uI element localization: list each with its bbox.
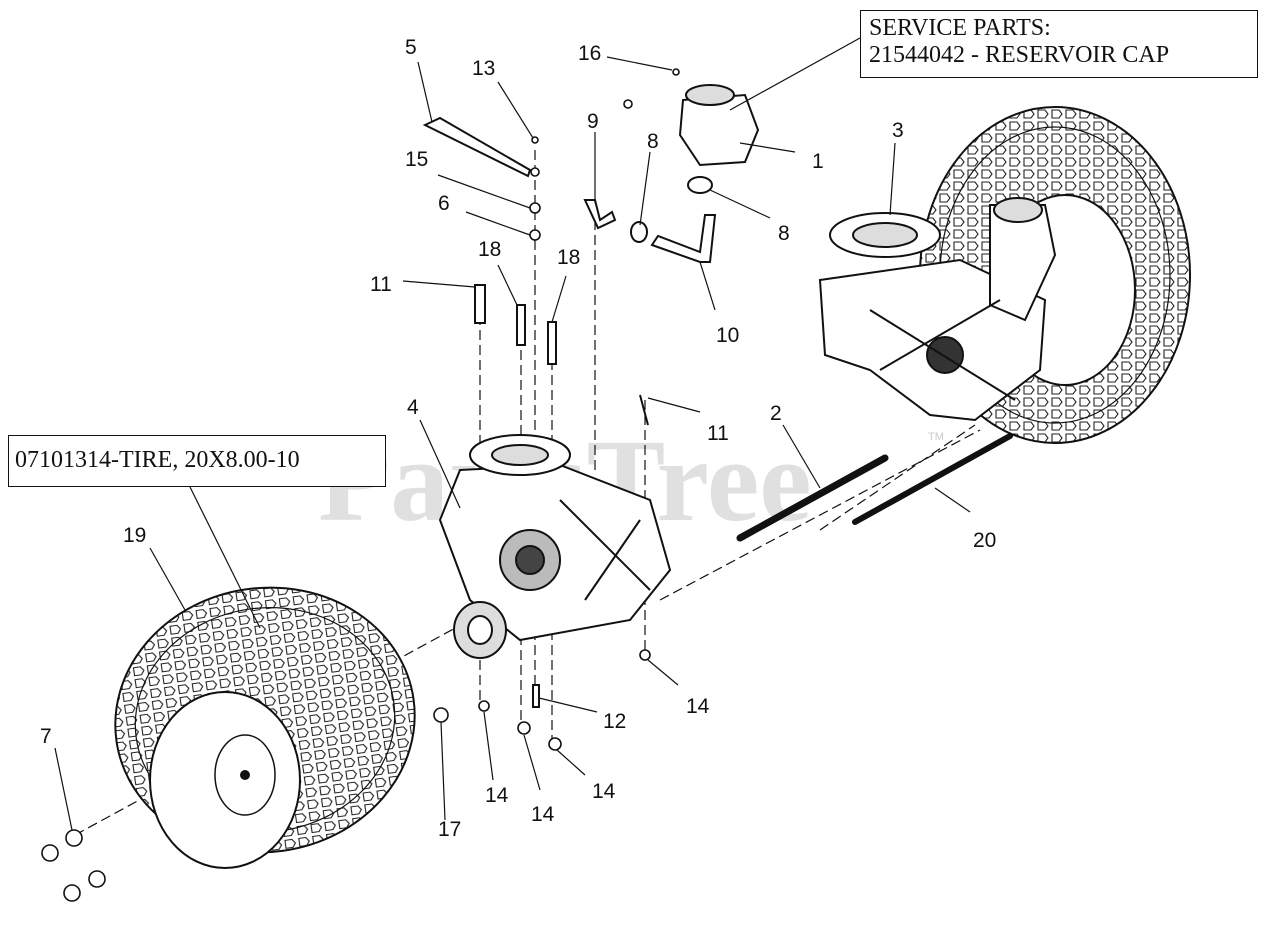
callout-16: 16 — [578, 42, 601, 65]
callout-9: 9 — [587, 110, 599, 133]
callout-5: 5 — [405, 36, 417, 59]
transaxle-left — [438, 434, 672, 659]
bolts-and-rods — [422, 116, 1013, 708]
callout-8-upper: 8 — [647, 130, 659, 153]
callout-7: 7 — [40, 725, 52, 748]
callout-18-right: 18 — [557, 246, 580, 269]
callout-3: 3 — [892, 119, 904, 142]
callout-11-left: 11 — [370, 273, 392, 296]
callout-labels: 1 2 3 4 5 6 7 8 8 9 10 11 11 12 13 14 14… — [40, 36, 996, 841]
callout-17: 17 — [438, 818, 461, 841]
tire-part-box: 07101314-TIRE, 20X8.00-10 — [8, 435, 386, 487]
callout-8-right: 8 — [778, 222, 790, 245]
callout-14-b: 14 — [485, 784, 509, 807]
callout-12: 12 — [603, 710, 626, 733]
reservoir — [678, 84, 760, 167]
callout-1: 1 — [812, 150, 824, 173]
callout-6: 6 — [438, 192, 450, 215]
callout-4: 4 — [407, 396, 419, 419]
elbow-fitting — [583, 199, 617, 230]
callout-19: 19 — [123, 524, 146, 547]
tire-left — [114, 586, 416, 869]
hardware-nuts — [41, 68, 680, 902]
callout-20: 20 — [973, 529, 996, 552]
tire-part-label: 07101314-TIRE, 20X8.00-10 — [15, 447, 300, 473]
callout-14-c: 14 — [531, 803, 555, 826]
callout-14-d: 14 — [592, 780, 616, 803]
leader-lines — [54, 37, 971, 831]
hose — [630, 176, 717, 263]
callout-15: 15 — [405, 148, 428, 171]
callout-11-right: 11 — [707, 422, 729, 445]
transaxle-right — [818, 197, 1057, 422]
callout-2: 2 — [770, 402, 782, 425]
callout-13: 13 — [472, 57, 495, 80]
callout-10: 10 — [716, 324, 739, 347]
watermark-tm: TM — [928, 431, 944, 443]
service-parts-box: SERVICE PARTS: 21544042 - RESERVOIR CAP — [860, 10, 1258, 78]
service-parts-item: 21544042 - RESERVOIR CAP — [869, 42, 1170, 68]
callout-18-left: 18 — [478, 238, 501, 261]
service-parts-heading: SERVICE PARTS: — [869, 15, 1051, 41]
callout-14-a: 14 — [686, 695, 710, 718]
